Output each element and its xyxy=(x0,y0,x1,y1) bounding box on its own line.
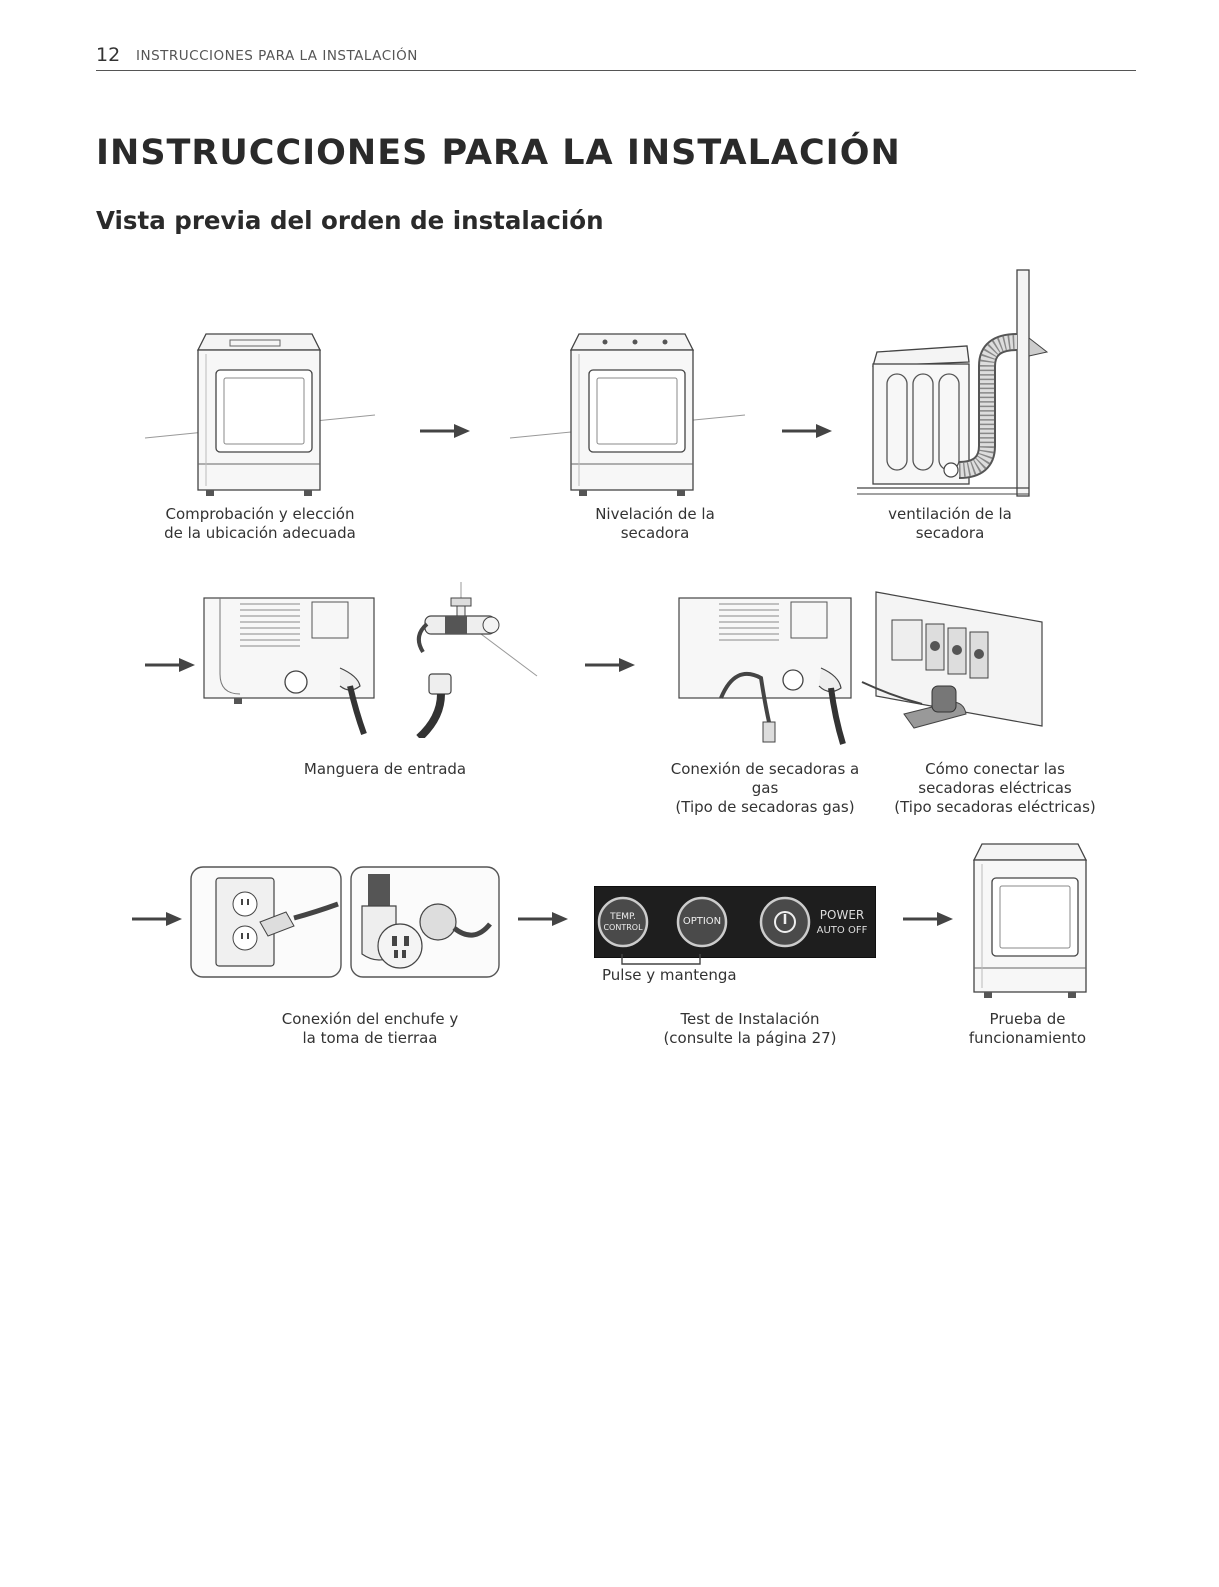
running-title: INSTRUCCIONES PARA LA INSTALACIÓN xyxy=(136,48,418,64)
svg-text:CONTROL: CONTROL xyxy=(603,923,643,932)
dryer-operation-illustration xyxy=(972,843,1088,998)
dryer-location-illustration xyxy=(144,333,376,496)
svg-text:TEMP.: TEMP. xyxy=(609,912,636,922)
caption-location: Comprobación y elección de la ubicación … xyxy=(164,505,356,542)
svg-text:AUTO OFF: AUTO OFF xyxy=(817,925,868,936)
press-hold-label: Pulse y mantenga xyxy=(602,966,737,984)
caption-venting: ventilación de la secadora xyxy=(888,505,1012,542)
section-subtitle: Vista previa del orden de instalación xyxy=(96,206,604,235)
page-header: 12 INSTRUCCIONES PARA LA INSTALACIÓN xyxy=(96,44,1136,71)
power-icon xyxy=(774,911,796,933)
press-hold-bracket xyxy=(621,954,701,965)
faucet-hose-illustration xyxy=(416,582,538,738)
caption-operation-test: Prueba de funcionamiento xyxy=(968,1010,1087,1047)
svg-text:POWER: POWER xyxy=(820,908,864,922)
wall-outlet-illustration xyxy=(190,866,342,978)
caption-inlet-hose: Manguera de entrada xyxy=(303,760,467,778)
caption-gas-connection: Conexión de secadoras a gas (Tipo de sec… xyxy=(670,760,860,816)
option-button[interactable] xyxy=(676,896,728,948)
arrow-right-icon xyxy=(518,912,568,926)
arrow-right-icon xyxy=(782,424,832,438)
caption-installation-test: Test de Instalación (consulte la página … xyxy=(663,1010,837,1047)
gas-connection-illustration xyxy=(678,597,852,745)
electric-terminal-illustration xyxy=(861,591,1043,729)
arrow-right-icon xyxy=(903,912,953,926)
arrow-right-icon xyxy=(420,424,470,438)
caption-leveling: Nivelación de la secadora xyxy=(595,505,715,542)
page-number: 12 xyxy=(96,44,121,66)
dryer-venting-illustration xyxy=(857,269,1049,497)
dryer-leveling-illustration xyxy=(509,333,746,496)
dryer-back-hose-illustration xyxy=(203,597,375,736)
temp-control-button[interactable] xyxy=(597,896,649,948)
page-title: INSTRUCCIONES PARA LA INSTALACIÓN xyxy=(96,133,901,173)
arrow-right-icon xyxy=(145,658,195,672)
arrow-right-icon xyxy=(132,912,182,926)
four-prong-outlet-illustration xyxy=(350,866,500,978)
control-panel-illustration: TEMP. CONTROL OPTION POWER AUTO OFF xyxy=(594,886,876,958)
caption-plug-ground: Conexión del enchufe y la toma de tierra… xyxy=(281,1010,459,1047)
caption-electric-connection: Cómo conectar las secadoras eléctricas (… xyxy=(894,760,1096,816)
svg-text:OPTION: OPTION xyxy=(683,916,721,927)
arrow-right-icon xyxy=(585,658,635,672)
